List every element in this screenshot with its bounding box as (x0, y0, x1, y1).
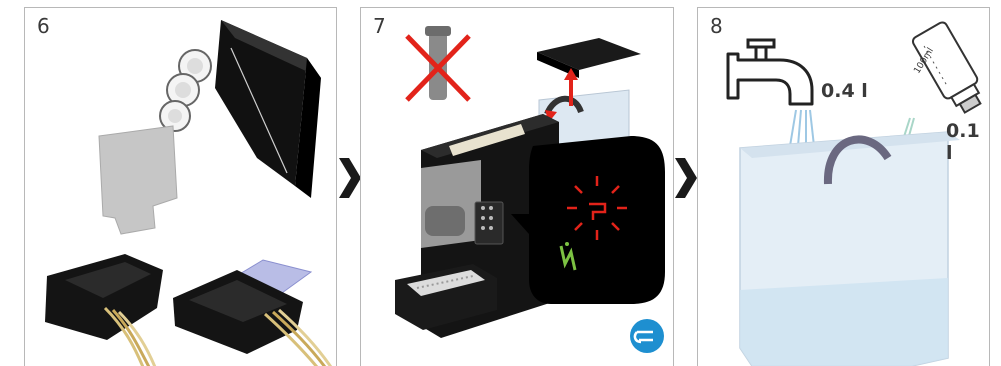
water-tap-icon (728, 40, 812, 104)
next-arrow-icon (675, 158, 697, 198)
step-number: 8 (710, 14, 723, 38)
water-quantity-label: 0.4 l (821, 80, 868, 102)
capsule-container-icon (160, 20, 321, 198)
step-7-panel: 7 (360, 7, 674, 366)
step-6-panel: 6 (24, 7, 337, 366)
step-7-illustration (361, 8, 674, 366)
water-stream-icon (790, 110, 814, 146)
step-8-panel: 8 (697, 7, 990, 366)
next-arrow-icon (339, 158, 361, 198)
tank-lid-icon (537, 38, 641, 78)
step-6-illustration (25, 8, 337, 366)
descale-light-callout-icon (511, 136, 665, 304)
step-number: 6 (37, 14, 50, 38)
descaler-quantity-label: 0.1 l (946, 120, 989, 164)
step-8-illustration (698, 8, 990, 366)
no-filter-icon (407, 26, 469, 100)
drip-tray-left-icon (45, 254, 163, 366)
drip-tray-right-icon (173, 270, 331, 366)
drip-plate-icon (99, 126, 177, 234)
water-tank-icon (740, 132, 960, 366)
hand-pointing-icon (630, 319, 664, 353)
step-number: 7 (373, 14, 386, 38)
